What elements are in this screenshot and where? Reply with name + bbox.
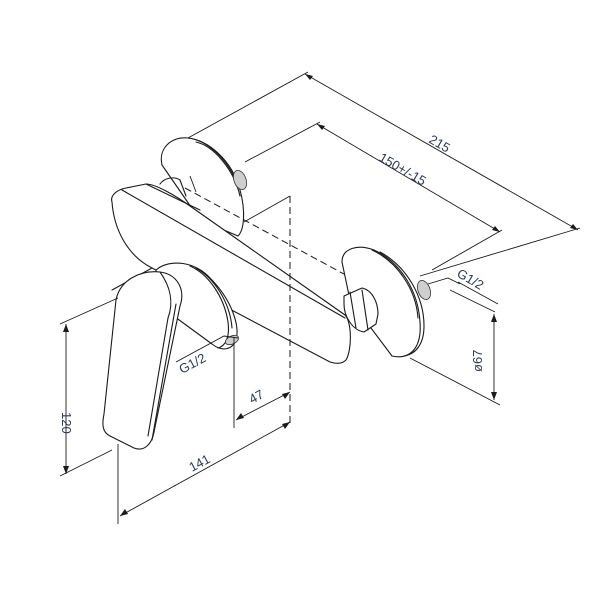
dimension-67: ø67 — [409, 314, 501, 406]
dimension-150: 150+/-15 — [244, 121, 503, 271]
label-67: ø67 — [470, 350, 485, 372]
right-wall-flange — [341, 246, 431, 358]
label-47: 47 — [246, 387, 266, 407]
dimension-right-thread: G1/2 — [427, 266, 499, 313]
mixer-body — [111, 183, 351, 364]
lever-handle[interactable] — [102, 271, 183, 450]
label-g12-bottom: G1/2 — [176, 350, 208, 376]
dimension-47: 47 — [233, 338, 291, 428]
label-141: 141 — [186, 451, 212, 474]
label-150: 150+/-15 — [377, 150, 429, 189]
label-120: 120 — [59, 412, 74, 434]
dimension-141: 141 — [117, 421, 291, 524]
label-215: 215 — [427, 132, 453, 156]
dimension-120: 120 — [59, 297, 119, 477]
left-wall-flange — [159, 137, 247, 237]
